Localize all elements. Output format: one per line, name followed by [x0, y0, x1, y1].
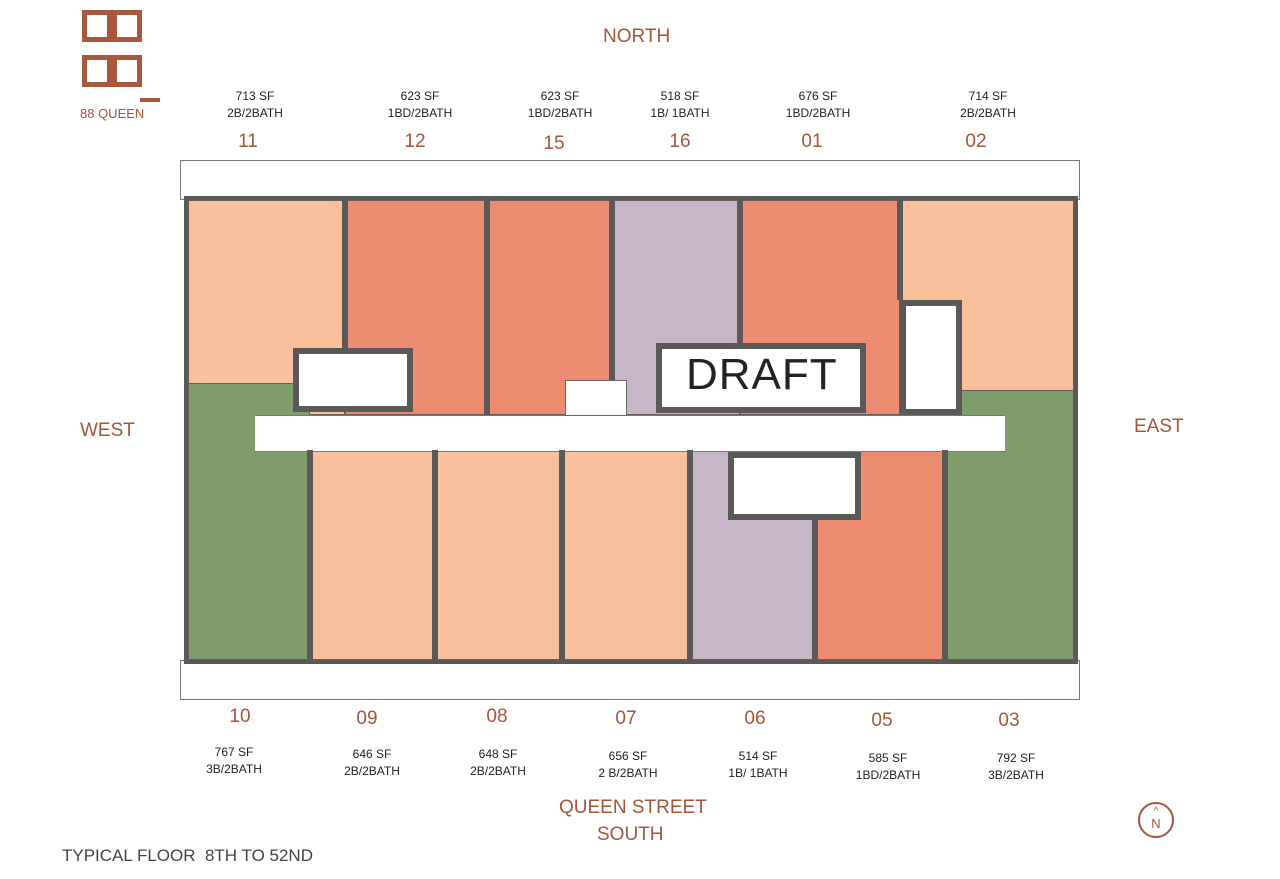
wall: [812, 520, 818, 660]
unit-number: 05: [871, 710, 893, 731]
elevator-core-north: [656, 343, 866, 413]
draft-watermark: DRAFT: [686, 350, 838, 399]
south-label: SOUTH: [597, 824, 664, 845]
unit-type: 2B/2BATH: [227, 106, 283, 120]
corridor: [255, 415, 1005, 452]
unit-type: 1BD/2BATH: [527, 106, 593, 120]
unit-15[interactable]: [487, 200, 612, 415]
unit-area: 585 SF: [868, 751, 908, 765]
unit-type: 1B/ 1BATH: [728, 766, 788, 780]
unit-area: 676 SF: [798, 89, 838, 103]
unit-number: 10: [229, 706, 251, 727]
wall: [609, 200, 615, 380]
unit-area: 648 SF: [478, 747, 518, 761]
floor-caption: TYPICAL FLOOR 8TH TO 52ND: [62, 846, 313, 865]
wall: [897, 200, 903, 300]
unit-number: 16: [669, 131, 691, 152]
stair-east: [900, 300, 962, 415]
elevator-core-south: [728, 452, 861, 520]
brand-name: 88 QUEEN: [80, 106, 145, 121]
unit-number: 12: [404, 131, 426, 152]
unit-area: 714 SF: [968, 89, 1008, 103]
south-label-street: QUEEN STREET: [559, 797, 707, 818]
unit-type: 3B/2BATH: [206, 762, 262, 776]
south-balcony: [180, 660, 1080, 700]
unit-number: 15: [543, 133, 565, 154]
unit-area: 514 SF: [738, 749, 778, 763]
unit-type: 2 B/2BATH: [598, 766, 658, 780]
unit-area: 792 SF: [996, 751, 1036, 765]
unit-number: 06: [744, 708, 766, 729]
unit-type: 1B/ 1BATH: [650, 106, 710, 120]
wall: [559, 450, 565, 660]
unit-number: 01: [801, 131, 823, 152]
north-compass-icon: ^ N: [1138, 802, 1174, 838]
unit-08[interactable]: [435, 450, 562, 660]
unit-type: 2B/2BATH: [470, 764, 526, 778]
unit-number: 08: [486, 706, 508, 727]
unit-number: 07: [615, 708, 637, 729]
north-balcony: [180, 160, 1080, 200]
unit-area: 646 SF: [352, 747, 392, 761]
stair-west: [293, 348, 413, 412]
unit-area: 767 SF: [214, 745, 254, 759]
unit-type: 1BD/2BATH: [387, 106, 453, 120]
unit-type: 3B/2BATH: [988, 768, 1044, 782]
unit-09[interactable]: [310, 450, 435, 660]
unit-number: 11: [238, 131, 258, 152]
wall: [307, 450, 313, 660]
logo: [82, 10, 162, 105]
wall: [737, 200, 743, 345]
unit-07[interactable]: [562, 450, 690, 660]
wall: [942, 450, 948, 660]
unit-area: 518 SF: [660, 89, 700, 103]
unit-type: 2B/2BATH: [344, 764, 400, 778]
wall: [484, 200, 490, 415]
unit-number: 09: [356, 708, 378, 729]
north-label: NORTH: [603, 26, 671, 47]
unit-area: 623 SF: [400, 89, 440, 103]
unit-type: 1BD/2BATH: [785, 106, 851, 120]
west-label: WEST: [80, 420, 135, 441]
unit-area: 713 SF: [235, 89, 275, 103]
compass-letter: N: [1151, 816, 1161, 831]
balcony-closet: [565, 380, 627, 416]
unit-number: 02: [965, 131, 987, 152]
wall: [687, 450, 693, 660]
wall: [432, 450, 438, 660]
unit-type: 2B/2BATH: [960, 106, 1016, 120]
unit-type: 1BD/2BATH: [855, 768, 921, 782]
unit-area: 656 SF: [608, 749, 648, 763]
east-label: EAST: [1134, 416, 1184, 437]
wall: [342, 200, 348, 350]
unit-number: 03: [998, 710, 1020, 731]
unit-area: 623 SF: [540, 89, 580, 103]
